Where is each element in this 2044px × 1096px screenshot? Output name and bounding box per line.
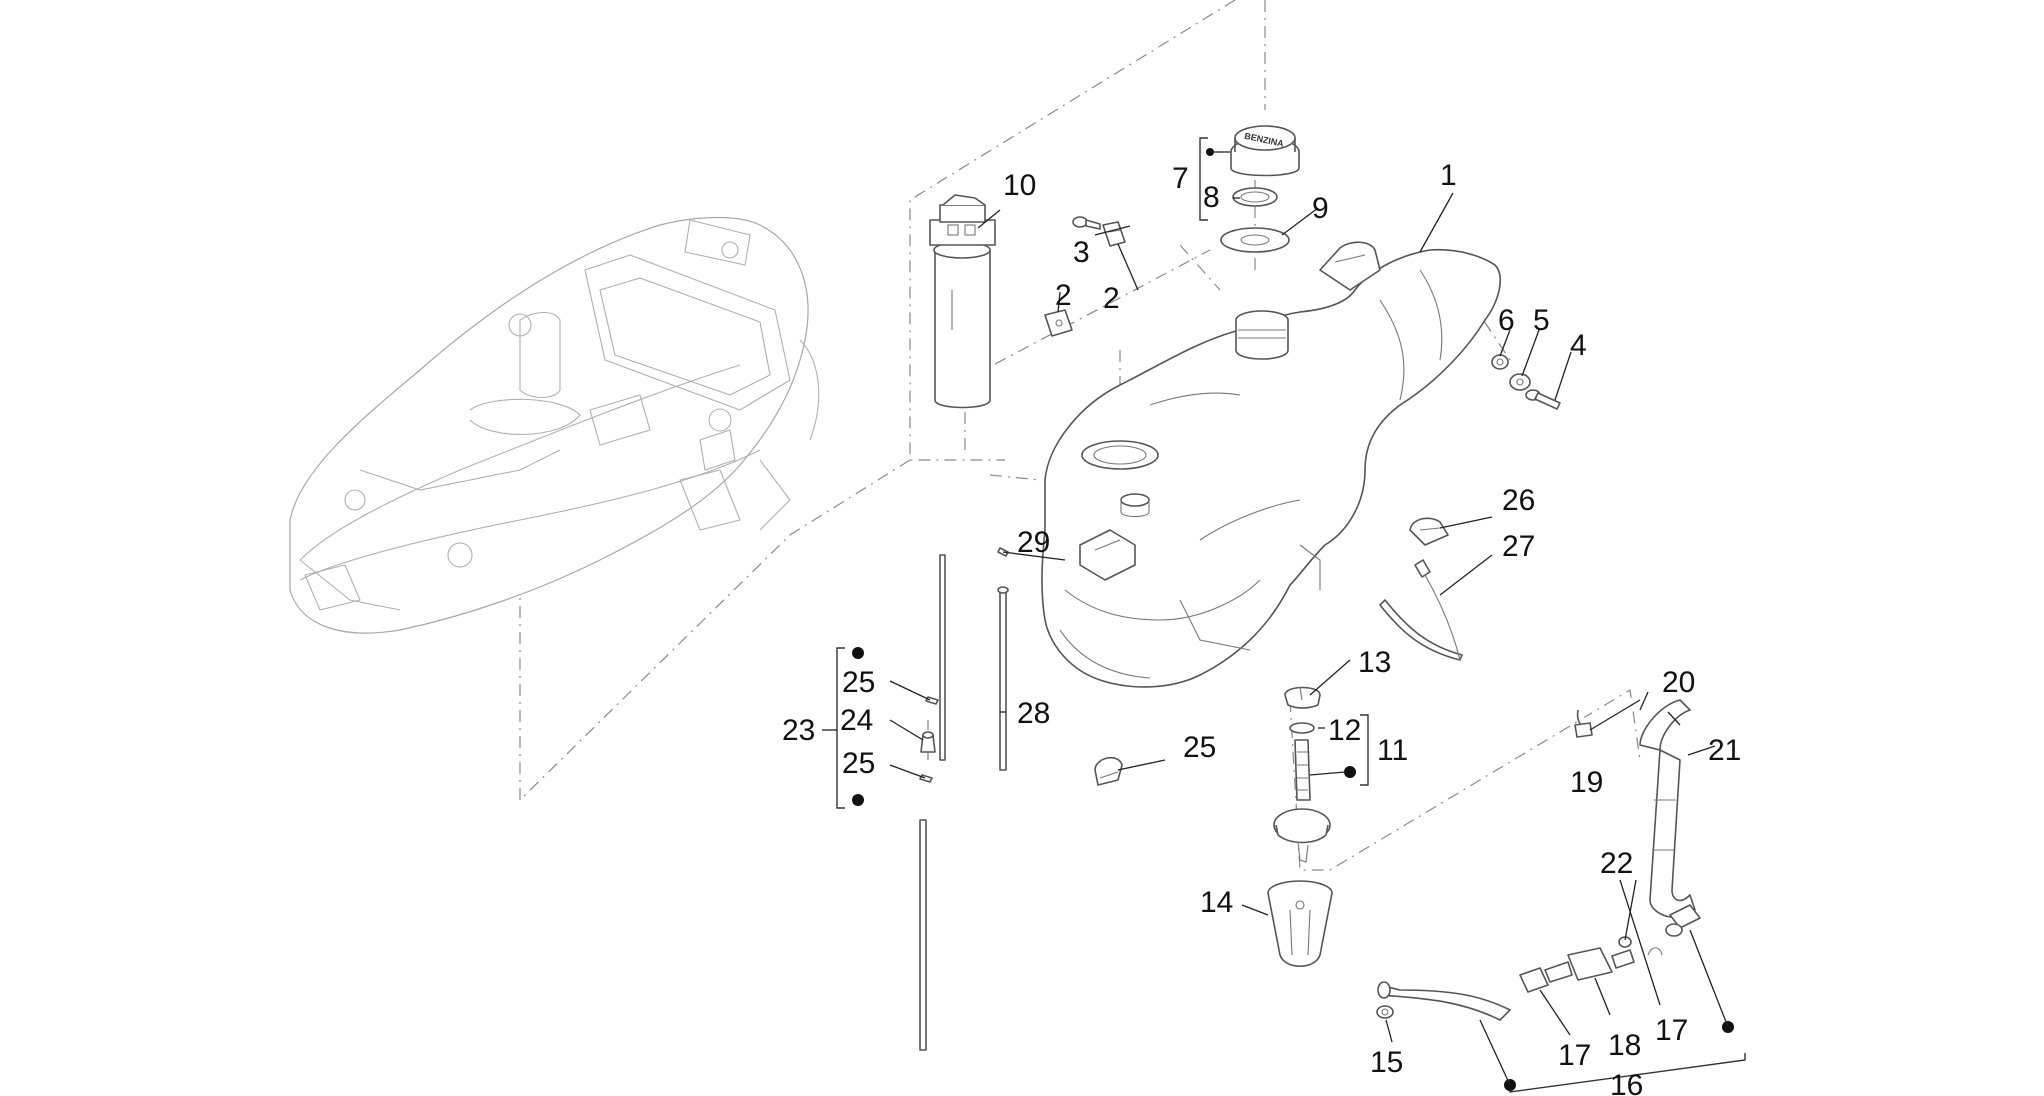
bolt-4 <box>1525 389 1561 410</box>
cap-seal-8 <box>1232 187 1278 207</box>
callout-20: 20 <box>1662 666 1695 699</box>
callout-3: 3 <box>1073 236 1090 269</box>
callout-2-lower: 2 <box>1055 279 1072 312</box>
clip-26 <box>1409 517 1449 546</box>
callout-16: 16 <box>1610 1069 1643 1096</box>
callout-29: 29 <box>1017 526 1050 559</box>
callout-8: 8 <box>1203 181 1220 214</box>
callout-10: 10 <box>1003 169 1036 202</box>
callout-5: 5 <box>1533 304 1550 337</box>
callout-19: 19 <box>1570 766 1603 799</box>
hose-clamp-13 <box>1284 686 1321 709</box>
fuel-level-sender <box>929 194 996 409</box>
callout-23: 23 <box>782 714 815 747</box>
callout-25-upper: 25 <box>842 666 875 699</box>
callout-15: 15 <box>1370 1046 1403 1079</box>
callout-17-left: 17 <box>1558 1039 1591 1072</box>
callout-1: 1 <box>1440 159 1457 192</box>
callout-28: 28 <box>1017 697 1050 730</box>
breather-hose-assembly <box>919 547 1009 1051</box>
callout-22: 22 <box>1600 847 1633 880</box>
screw-3 <box>1072 216 1101 230</box>
callout-26: 26 <box>1502 484 1535 517</box>
callout-labels: 1 2 2 3 4 5 6 7 8 9 10 11 12 13 14 15 16… <box>782 159 1741 1096</box>
callout-2-upper: 2 <box>1103 282 1120 315</box>
callout-25-lower: 25 <box>842 747 875 780</box>
bush-6 <box>1491 354 1509 370</box>
callout-12: 12 <box>1328 714 1361 747</box>
callout-24: 24 <box>840 704 873 737</box>
leader-lines <box>822 151 1729 1086</box>
fuel-cap: BENZINA <box>1230 125 1300 177</box>
cable-tie-27 <box>1379 559 1463 661</box>
callout-25-clip: 25 <box>1183 731 1216 764</box>
clip-nut-lower <box>1044 309 1073 337</box>
callout-9: 9 <box>1312 192 1329 225</box>
callout-13: 13 <box>1358 646 1391 679</box>
callout-21: 21 <box>1708 734 1741 767</box>
callout-6: 6 <box>1498 304 1515 337</box>
fuel-tap-filter <box>1273 739 1331 863</box>
pipe-clip-25 <box>1094 756 1123 786</box>
filter-cup-14 <box>1267 880 1333 968</box>
body-floor-panel <box>289 216 820 634</box>
o-ring-12 <box>1289 722 1315 734</box>
washer-5 <box>1509 373 1531 391</box>
fuel-tank <box>1041 241 1501 688</box>
cap-washer-9 <box>1220 227 1290 253</box>
clip-nut-upper <box>1102 221 1126 247</box>
callout-7: 7 <box>1172 162 1189 195</box>
callout-14: 14 <box>1200 886 1233 919</box>
callout-27: 27 <box>1502 530 1535 563</box>
callout-4: 4 <box>1570 329 1587 362</box>
callout-17-right: 17 <box>1655 1014 1688 1047</box>
fuel-line-assembly <box>1376 699 1701 1021</box>
callout-18: 18 <box>1608 1029 1641 1062</box>
group-brackets <box>836 137 1746 1093</box>
callout-11: 11 <box>1377 734 1408 767</box>
